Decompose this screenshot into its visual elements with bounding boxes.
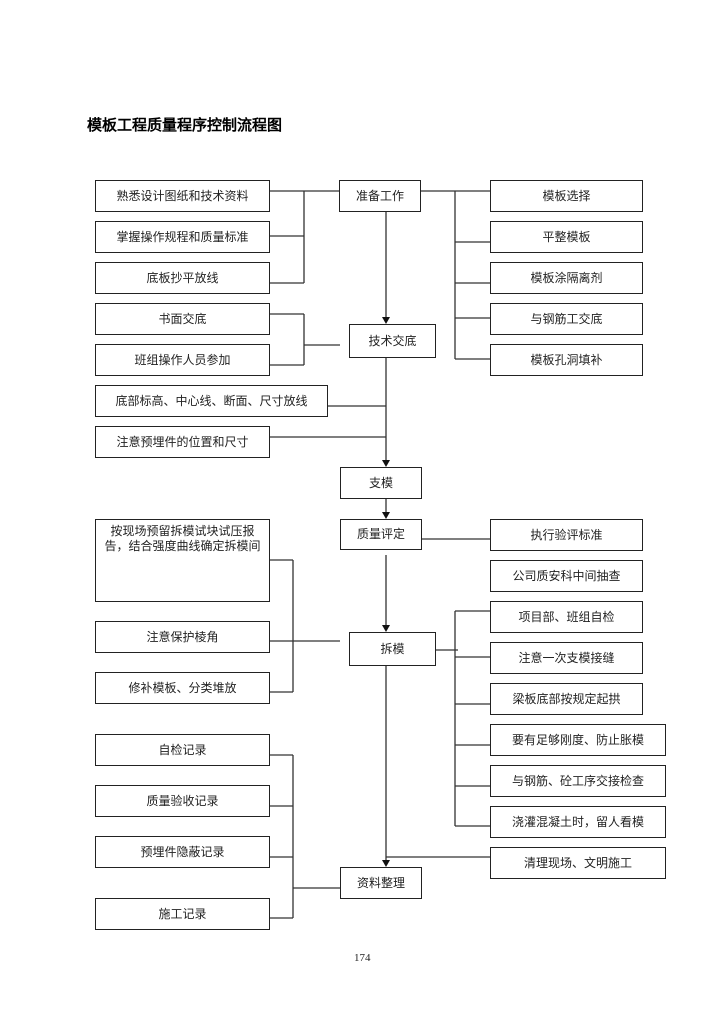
tech-input-item[interactable]: 班组操作人员参加 — [95, 344, 270, 376]
remove-output-item[interactable]: 与钢筋、砼工序交接检查 — [490, 765, 666, 797]
remove-input-item[interactable]: 修补模板、分类堆放 — [95, 672, 270, 704]
step-formwork-support[interactable]: 支模 — [340, 467, 422, 499]
support-input-item[interactable]: 底部标高、中心线、断面、尺寸放线 — [95, 385, 328, 417]
prep-input-item[interactable]: 底板抄平放线 — [95, 262, 270, 294]
prep-output-item[interactable]: 平整模板 — [490, 221, 643, 253]
remove-output-item[interactable]: 浇灌混凝土时，留人看模 — [490, 806, 666, 838]
prep-output-item[interactable]: 模板涂隔离剂 — [490, 262, 643, 294]
remove-output-item[interactable]: 注意一次支模接缝 — [490, 642, 643, 674]
record-input-item[interactable]: 质量验收记录 — [95, 785, 270, 817]
prep-output-item[interactable]: 模板孔洞填补 — [490, 344, 643, 376]
prep-input-item[interactable]: 掌握操作规程和质量标准 — [95, 221, 270, 253]
prep-input-item[interactable]: 熟悉设计图纸和技术资料 — [95, 180, 270, 212]
record-input-item[interactable]: 施工记录 — [95, 898, 270, 930]
arrow-head — [382, 860, 390, 867]
quality-output-item[interactable]: 公司质安科中间抽查 — [490, 560, 643, 592]
prep-output-item[interactable]: 模板选择 — [490, 180, 643, 212]
step-tech-briefing[interactable]: 技术交底 — [349, 324, 436, 358]
arrow-head — [382, 512, 390, 519]
support-input-item[interactable]: 注意预埋件的位置和尺寸 — [95, 426, 270, 458]
tech-input-item[interactable]: 书面交底 — [95, 303, 270, 335]
step-documentation[interactable]: 资料整理 — [340, 867, 422, 899]
record-input-item[interactable]: 预埋件隐蔽记录 — [95, 836, 270, 868]
arrow-head — [382, 625, 390, 632]
step-prep[interactable]: 准备工作 — [339, 180, 421, 212]
remove-output-item[interactable]: 项目部、班组自检 — [490, 601, 643, 633]
diagram-title: 模板工程质量程序控制流程图 — [87, 116, 283, 134]
quality-output-item[interactable]: 执行验评标准 — [490, 519, 643, 551]
page-number: 174 — [354, 952, 371, 964]
remove-input-item[interactable]: 按现场预留拆模试块试压报告，结合强度曲线确定拆模间 — [95, 519, 270, 602]
step-formwork-removal[interactable]: 拆模 — [349, 632, 436, 666]
record-input-item[interactable]: 自检记录 — [95, 734, 270, 766]
remove-output-item[interactable]: 梁板底部按规定起拱 — [490, 683, 643, 715]
remove-output-item[interactable]: 要有足够刚度、防止胀模 — [490, 724, 666, 756]
arrow-head — [382, 460, 390, 467]
step-quality-assessment[interactable]: 质量评定 — [340, 519, 422, 550]
prep-output-item[interactable]: 与钢筋工交底 — [490, 303, 643, 335]
remove-input-item[interactable]: 注意保护棱角 — [95, 621, 270, 653]
arrow-head — [382, 317, 390, 324]
cleanup-item[interactable]: 清理现场、文明施工 — [490, 847, 666, 879]
